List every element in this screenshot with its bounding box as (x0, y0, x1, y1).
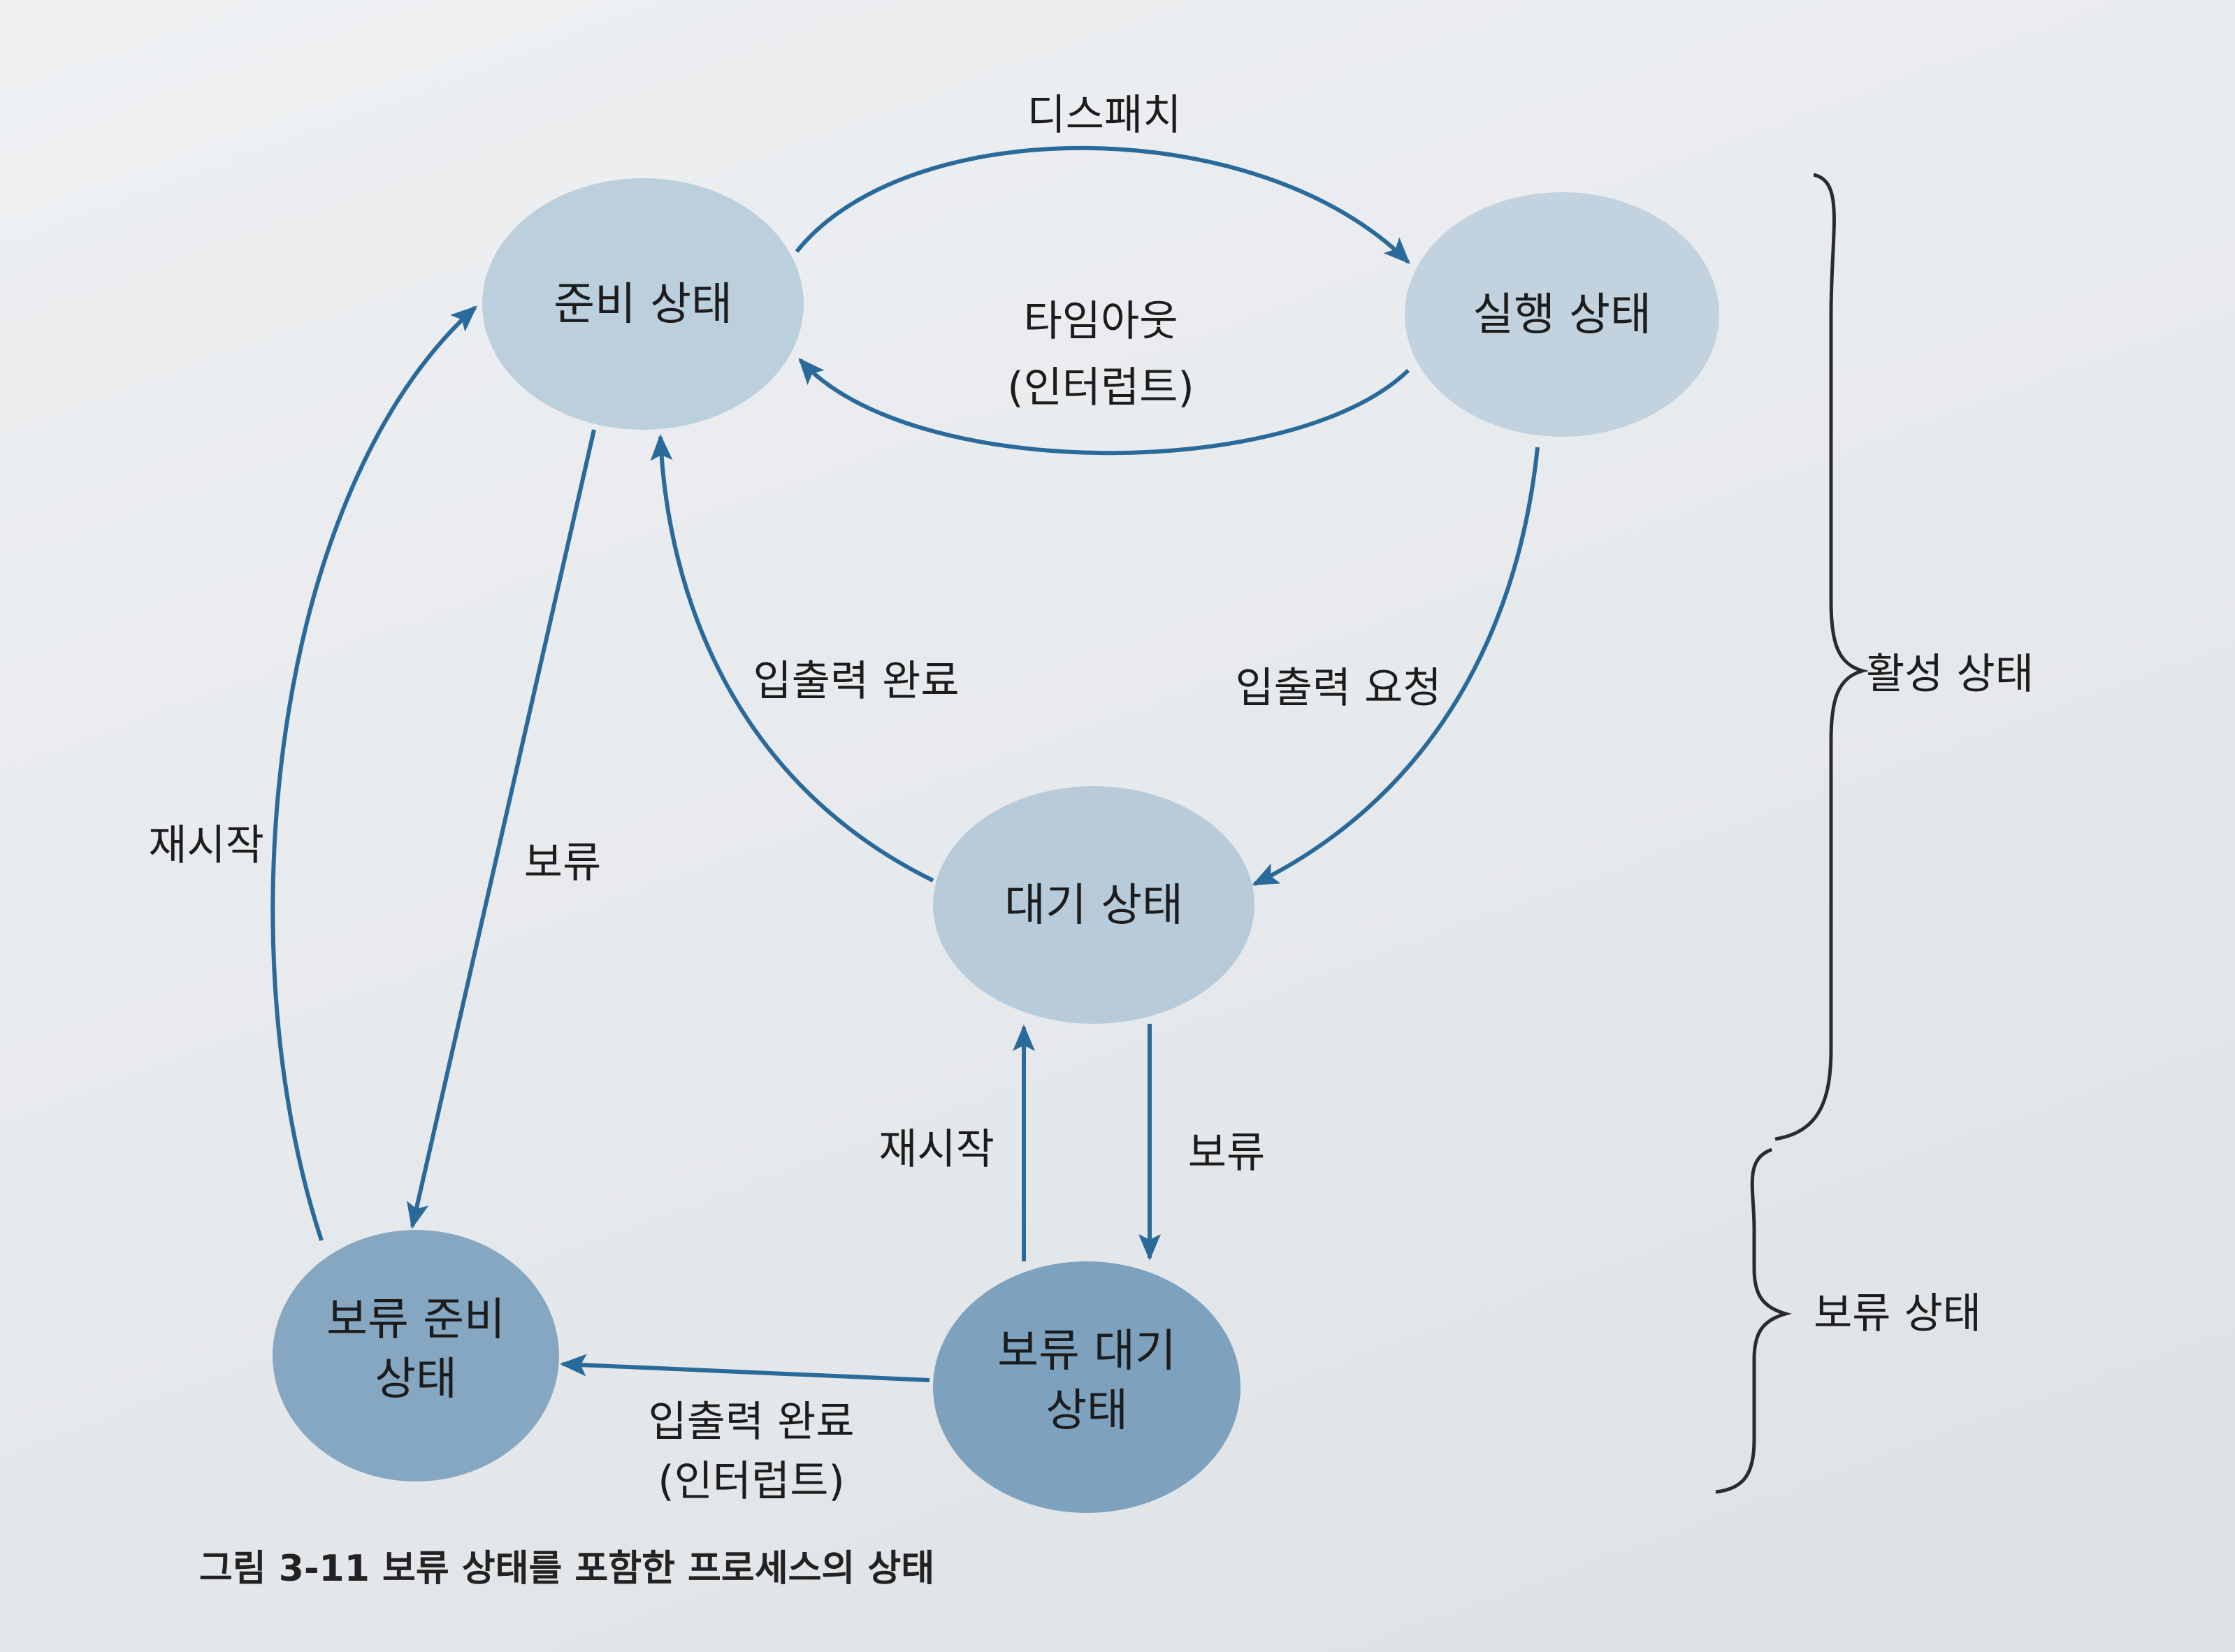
edge-dispatch-label: 디스패치 (1027, 91, 1182, 140)
node-suspended-ready: 보류 준비 상태 (273, 1230, 559, 1481)
edge-io-request-label: 입출력 요청 (1235, 664, 1441, 713)
edge-timeout (798, 358, 1410, 456)
node-suspended-ready-label-1: 보류 준비 (326, 1294, 505, 1346)
edge-io-complete-label: 입출력 완료 (753, 657, 959, 706)
edge-suspend-ready (406, 429, 596, 1229)
edge-timeout-label-1: 타임아웃 (1024, 297, 1178, 346)
edge-timeout-label-2: (인터럽트) (1007, 363, 1194, 412)
node-suspended-waiting-label-1: 보류 대기 (997, 1326, 1176, 1377)
node-running-label: 실행 상태 (1473, 289, 1651, 341)
group-suspended-label: 보류 상태 (1814, 1289, 1981, 1338)
edge-dispatch (795, 145, 1410, 264)
brace-suspended (1715, 1147, 1793, 1494)
edge-resume-ready-label: 재시작 (148, 821, 264, 870)
edge-io-request (1252, 447, 1540, 886)
node-running: 실행 상태 (1405, 192, 1719, 437)
edge-io-complete-suspended (560, 1354, 930, 1382)
edge-resume-waiting-label: 재시작 (878, 1125, 994, 1174)
figure-caption: 그림 3-11 보류 상태를 포함한 프로세스의 상태 (199, 1548, 934, 1590)
edge-suspend-ready-label: 보류 (524, 839, 601, 887)
node-suspended-waiting-label-2: 상태 (1046, 1385, 1128, 1437)
node-ready-label: 준비 상태 (554, 279, 732, 331)
node-ready: 준비 상태 (482, 178, 804, 430)
edge-io-complete-suspended-label-1: 입출력 완료 (648, 1398, 854, 1447)
edge-io-complete-suspended-label-2: (인터럽트) (658, 1457, 845, 1506)
node-suspended-waiting: 보류 대기 상태 (933, 1261, 1241, 1513)
node-waiting-label: 대기 상태 (1004, 880, 1183, 932)
brace-active (1774, 173, 1869, 1141)
edge-suspend-waiting-label: 보류 (1188, 1129, 1265, 1178)
node-suspended-ready-label-2: 상태 (375, 1354, 457, 1405)
group-active-label: 활성 상태 (1866, 650, 2034, 699)
node-waiting: 대기 상태 (933, 786, 1254, 1024)
edge-io-complete (650, 434, 934, 883)
edge-resume-ready (270, 305, 477, 1241)
